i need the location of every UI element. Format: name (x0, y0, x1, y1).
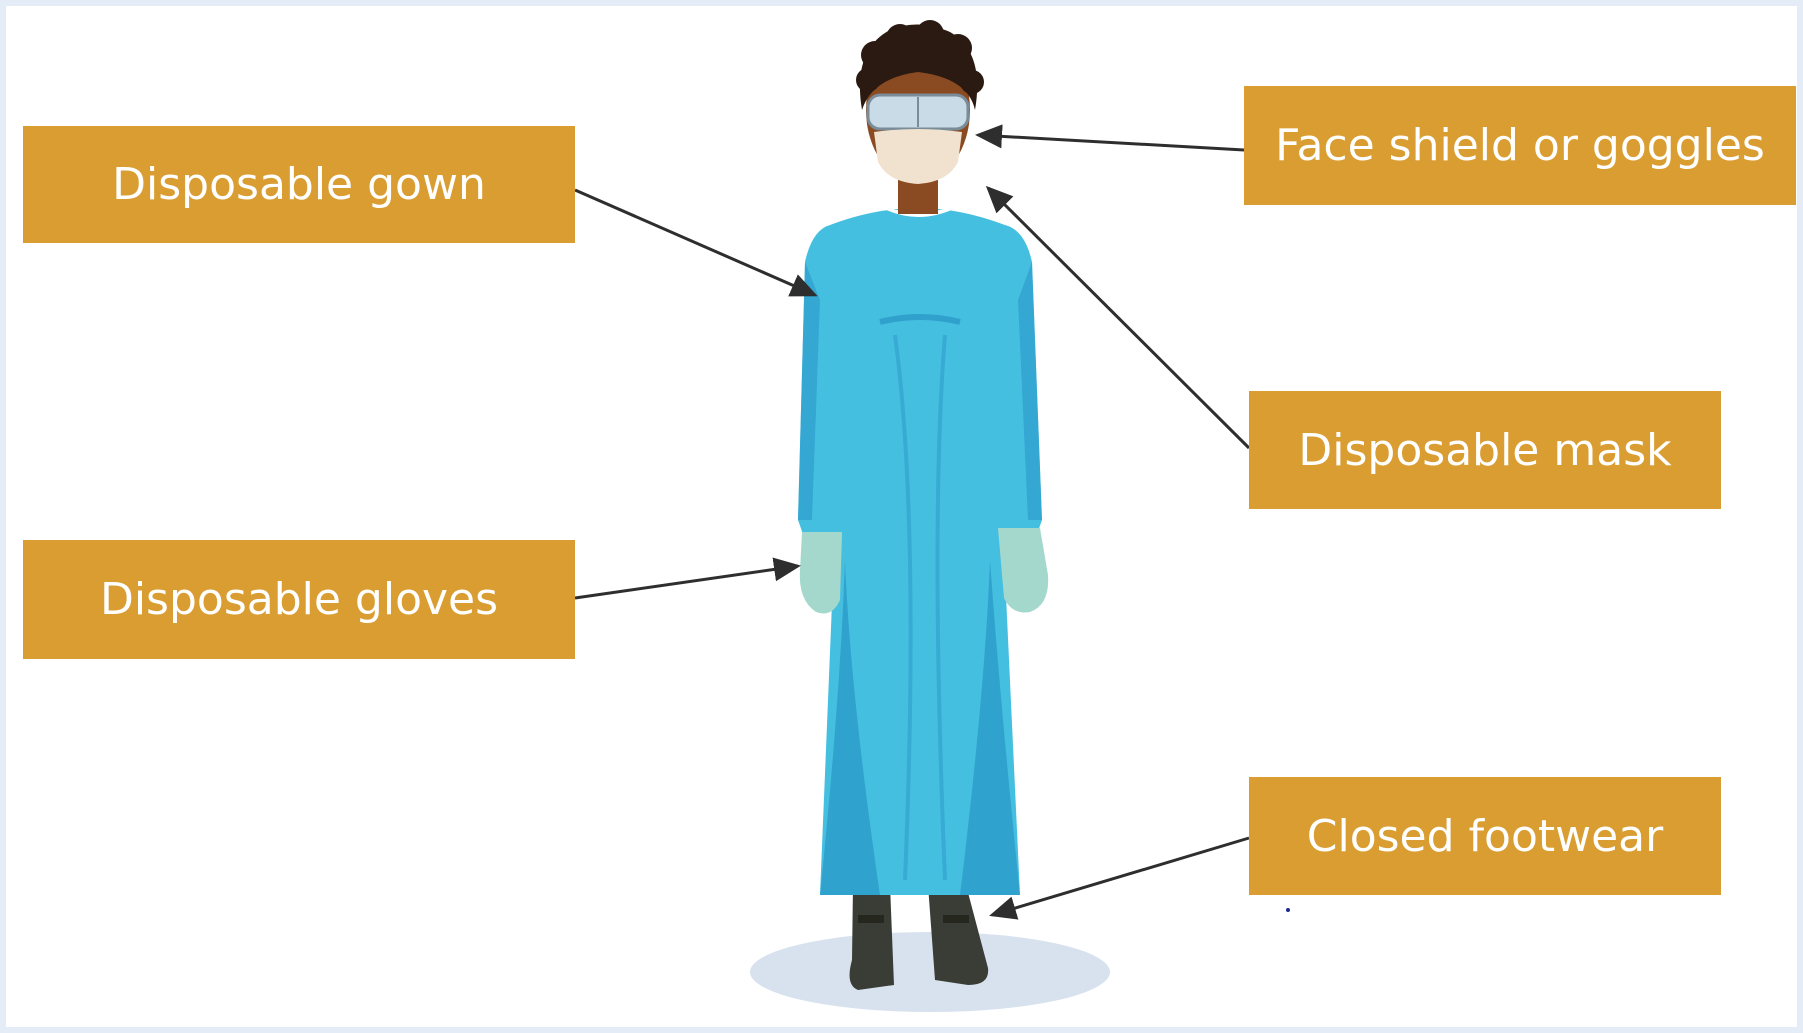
label-disposable-gloves: Disposable gloves (23, 540, 575, 659)
arrow-gown (575, 190, 815, 295)
arrow-footwear (992, 838, 1249, 915)
mask-icon (874, 129, 962, 184)
label-disposable-gown: Disposable gown (23, 126, 575, 243)
arrow-gloves (575, 566, 798, 598)
label-face-shield-or-goggles: Face shield or goggles (1244, 86, 1796, 205)
label-disposable-mask: Disposable mask (1249, 391, 1721, 509)
label-text: Face shield or goggles (1275, 120, 1765, 171)
label-closed-footwear: Closed footwear (1249, 777, 1721, 895)
label-text: Disposable gown (112, 159, 486, 210)
ground-shadow (750, 932, 1110, 1012)
goggles-icon (868, 95, 968, 129)
label-text: Disposable mask (1298, 425, 1671, 476)
arrow-face (978, 135, 1244, 150)
label-text: Closed footwear (1307, 811, 1663, 862)
neck (898, 180, 938, 214)
label-text: Disposable gloves (100, 574, 498, 625)
stray-dot (1286, 908, 1290, 912)
